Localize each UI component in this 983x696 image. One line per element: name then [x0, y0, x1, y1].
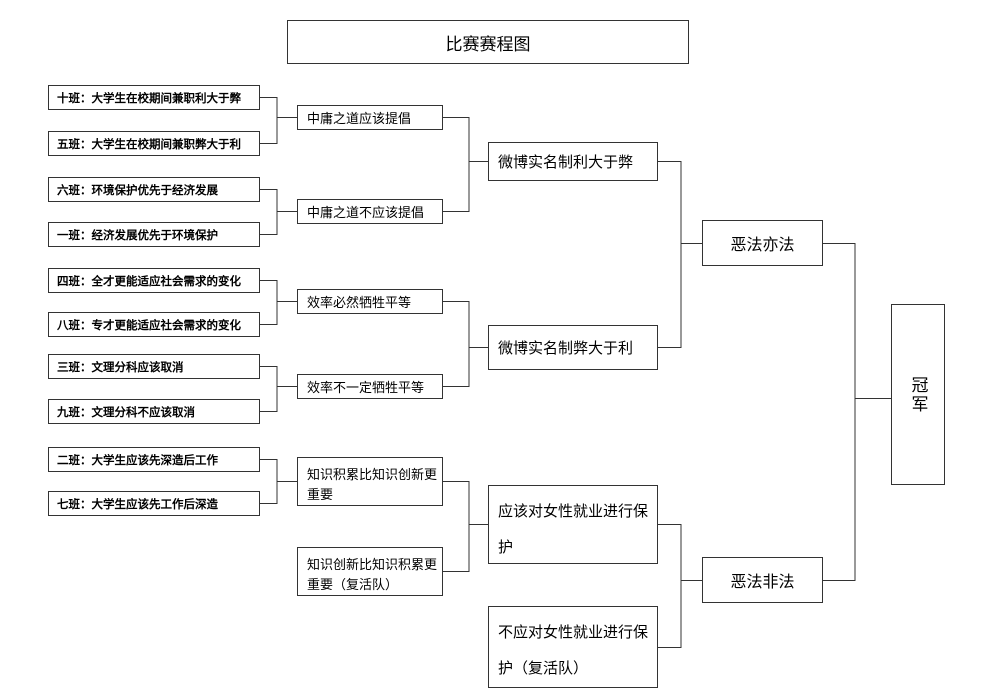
connector-r1a — [443, 117, 488, 212]
round1-topic-1: 中庸之道应该提倡 — [297, 105, 443, 130]
team-class-10: 十班：大学生在校期间兼职利大于弊 — [48, 85, 260, 110]
round1-topic-6: 知识创新比知识积累更重要（复活队） — [297, 547, 443, 596]
team-class-1: 一班：经济发展优先于环境保护 — [48, 222, 260, 247]
connector-r3 — [823, 243, 891, 581]
champion-label: 冠军 — [907, 375, 928, 414]
team-class-6: 六班：环境保护优先于经济发展 — [48, 177, 260, 202]
connector-t5-t6 — [260, 280, 297, 325]
team-class-2: 二班：大学生应该先深造后工作 — [48, 447, 260, 472]
connector-t9-t10 — [260, 459, 297, 504]
team-class-7: 七班：大学生应该先工作后深造 — [48, 491, 260, 516]
bracket-title: 比赛赛程图 — [287, 20, 689, 64]
connector-r2b — [658, 524, 702, 648]
team-class-4: 四班：全才更能适应社会需求的变化 — [48, 268, 260, 293]
team-class-8: 八班：专才更能适应社会需求的变化 — [48, 312, 260, 337]
connector-r2a — [658, 161, 702, 348]
round1-topic-2: 中庸之道不应该提倡 — [297, 199, 443, 224]
round2-topic-3: 应该对女性就业进行保护 — [488, 485, 658, 564]
team-class-5: 五班：大学生在校期间兼职弊大于利 — [48, 131, 260, 156]
team-class-9: 九班：文理分科不应该取消 — [48, 399, 260, 424]
round3-topic-2: 恶法非法 — [702, 557, 823, 603]
connector-t1-t2 — [260, 97, 297, 144]
connector-t3-t4 — [260, 189, 297, 235]
connector-t7-t8 — [260, 366, 297, 412]
round1-topic-4: 效率不一定牺牲平等 — [297, 374, 443, 399]
round3-topic-1: 恶法亦法 — [702, 220, 823, 266]
connector-r1b — [443, 301, 488, 387]
champion-box: 冠军 — [891, 304, 945, 485]
round1-topic-3: 效率必然牺牲平等 — [297, 289, 443, 314]
round2-topic-1: 微博实名制利大于弊 — [488, 142, 658, 181]
round1-topic-5: 知识积累比知识创新更重要 — [297, 457, 443, 506]
team-class-3: 三班：文理分科应该取消 — [48, 354, 260, 379]
connector-r1c — [443, 481, 488, 572]
round2-topic-2: 微博实名制弊大于利 — [488, 325, 658, 370]
round2-topic-4: 不应对女性就业进行保护（复活队） — [488, 606, 658, 688]
